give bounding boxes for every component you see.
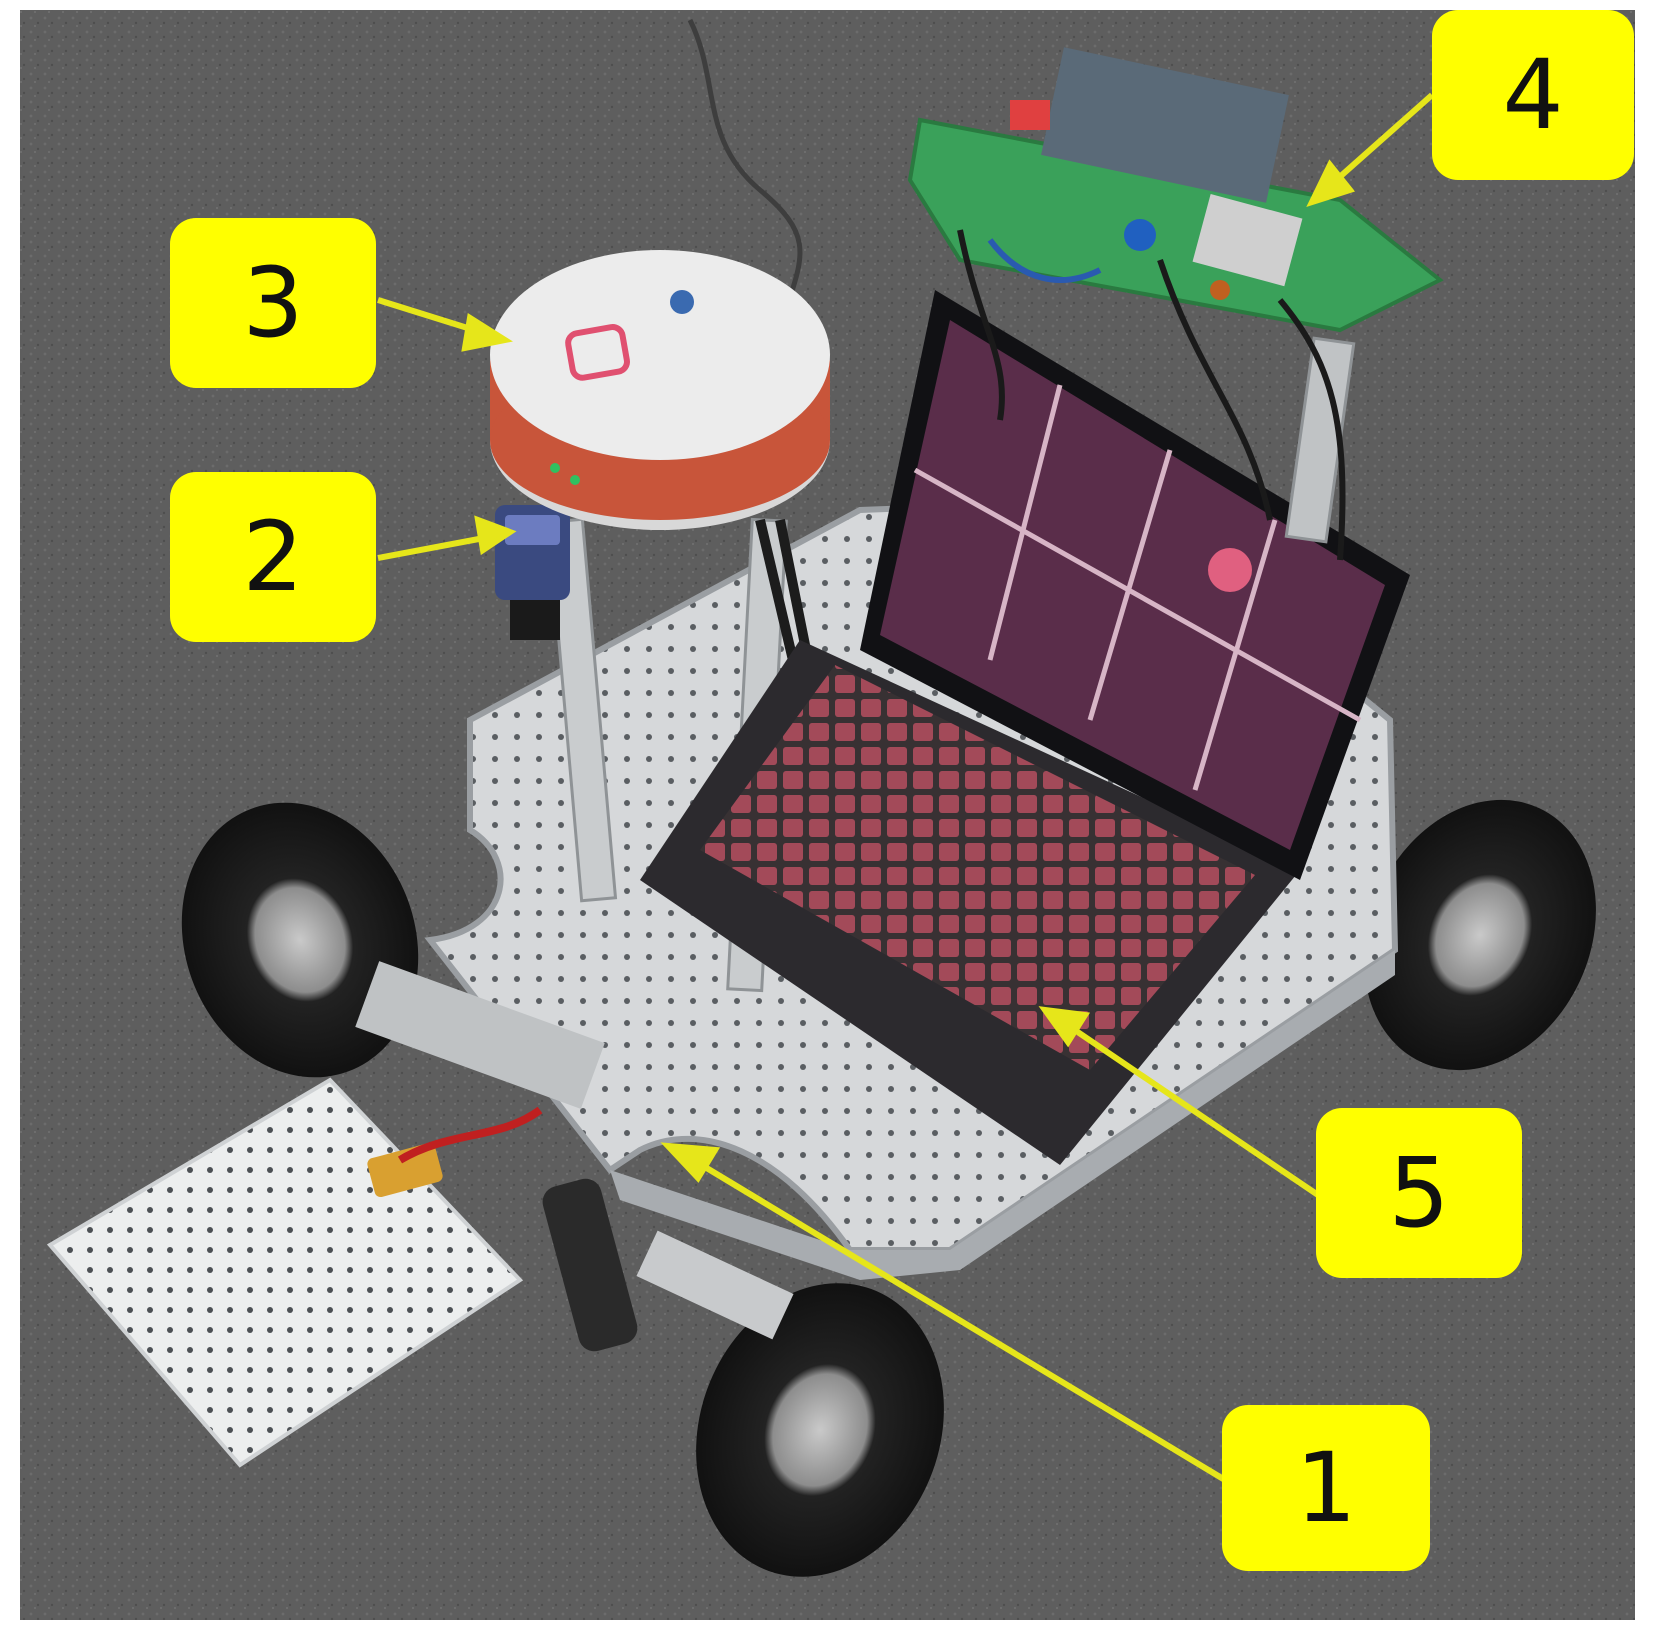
callout-label-3: 3 (170, 218, 376, 388)
arrow-5 (1058, 1017, 1320, 1198)
arrowhead-5 (1038, 1006, 1091, 1048)
battery-connector (367, 1142, 443, 1198)
screen-terminal-grid (913, 384, 1362, 791)
callout-label-2: 2 (170, 472, 376, 642)
arrowhead-2 (474, 515, 517, 556)
callout-arrows (377, 92, 1434, 1483)
arrowhead-4 (1306, 159, 1356, 207)
laptop (640, 290, 1410, 1165)
battery-wires (397, 1106, 543, 1164)
arrowhead-1 (660, 1142, 721, 1183)
callout-label-5: 5 (1316, 1108, 1522, 1278)
gnss-antenna (490, 250, 830, 530)
camera-sensor (495, 505, 570, 640)
wheel-front-left (181, 802, 419, 1078)
laptop-keyboard (700, 665, 1255, 1070)
arrowhead-3 (461, 313, 513, 352)
wheel-front-right (696, 1283, 944, 1577)
front-suspension (355, 961, 794, 1352)
wheel-rear-right (1364, 799, 1596, 1071)
callout-label-1: 1 (1222, 1405, 1430, 1571)
screen-highlight (1208, 548, 1252, 592)
arrow-1 (688, 1155, 1227, 1483)
ground-crack (687, 18, 803, 331)
arrow-4 (1323, 92, 1434, 193)
callout-label-4: 4 (1432, 10, 1634, 180)
compute-board (907, 47, 1444, 561)
